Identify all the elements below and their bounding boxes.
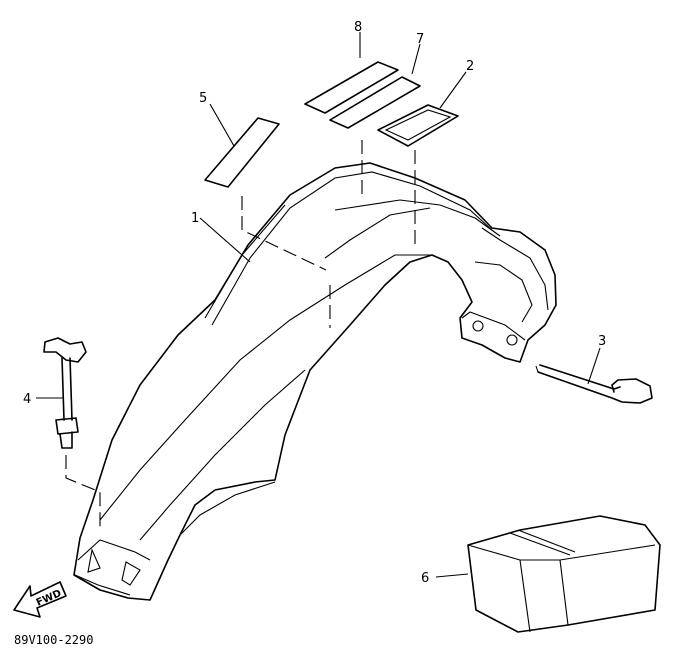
fwd-arrow: FWD	[13, 581, 67, 618]
diagram-code: 89V100-2290	[14, 633, 93, 647]
callout-7: 7	[416, 32, 424, 47]
assembly-lines	[65, 140, 416, 528]
callout-2: 2	[466, 59, 474, 74]
callout-4: 4	[23, 392, 31, 407]
part-5-decal	[204, 117, 280, 188]
part-2-emblem	[377, 104, 459, 147]
part-3-hook-rod	[535, 364, 653, 404]
part-8-decal	[304, 61, 399, 114]
callout-8: 8	[354, 20, 362, 35]
callout-3: 3	[598, 334, 606, 349]
part-1-fender	[73, 162, 557, 601]
leader-lines	[36, 32, 601, 578]
callout-5: 5	[199, 91, 207, 106]
callouts: 8 7 2 5 1 3 4 6	[23, 20, 606, 586]
callout-6: 6	[421, 571, 429, 586]
fwd-label: FWD	[35, 588, 63, 609]
part-4-wing-bolt	[43, 337, 87, 449]
callout-1: 1	[191, 211, 199, 226]
part-6-box	[467, 515, 661, 633]
part-7-decal	[329, 76, 421, 129]
